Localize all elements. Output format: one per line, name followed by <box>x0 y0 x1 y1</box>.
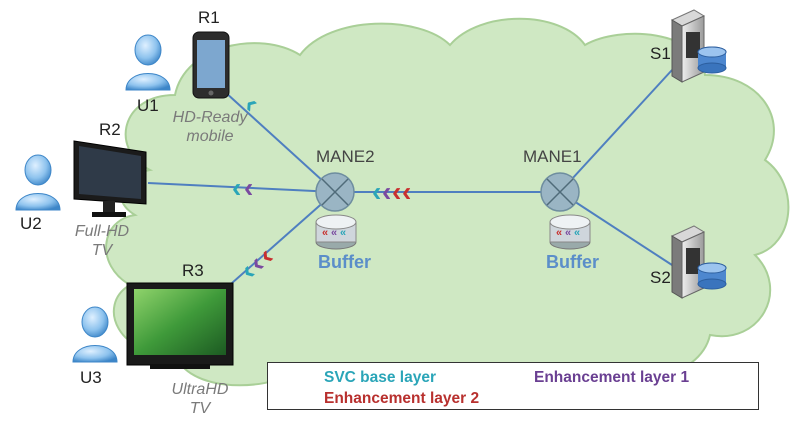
svg-text:‹: ‹ <box>382 176 391 207</box>
s1-label: S1 <box>650 44 671 63</box>
buffer-mane1-icon: « « « <box>549 214 591 250</box>
mane1-label: MANE1 <box>523 147 582 166</box>
buffer-mane2-icon: « « « <box>315 214 357 250</box>
svg-text:«: « <box>331 227 337 239</box>
s2-label: S2 <box>650 268 671 287</box>
link-s2-mane1 <box>559 191 673 266</box>
link-mane2-r3 <box>231 191 336 284</box>
server-s2-icon <box>670 225 727 299</box>
packets-to-r2: ‹ ‹ <box>232 172 253 203</box>
mane1-buffer-label: Buffer <box>546 252 599 272</box>
r2-description-line2: TV <box>91 242 113 259</box>
link-mane2-r2 <box>147 182 336 193</box>
r2-description: Full-HD TV <box>62 222 142 260</box>
svg-text:«: « <box>340 227 346 239</box>
u1-label: U1 <box>137 96 159 115</box>
r1-description: HD-Ready mobile <box>170 108 250 146</box>
user-u1-icon <box>125 34 171 91</box>
link-mane2-r1 <box>224 91 336 193</box>
svg-text:‹: ‹ <box>392 176 401 207</box>
u3-label: U3 <box>80 368 102 387</box>
r3-label: R3 <box>182 261 204 280</box>
legend <box>267 362 759 410</box>
link-s1-mane1 <box>559 69 673 193</box>
r1-label: R1 <box>198 8 220 27</box>
svg-text:«: « <box>565 227 571 239</box>
r2-description-line1: Full-HD <box>74 223 130 240</box>
mobile-phone-icon <box>192 31 230 99</box>
legend-enh1-label: Enhancement layer 1 <box>534 369 690 386</box>
mane2-buffer-label: Buffer <box>318 252 371 272</box>
packets-mane1-to-mane2: ‹ ‹ ‹ ‹ <box>372 176 411 207</box>
u2-label: U2 <box>20 214 42 233</box>
full-hd-tv-icon <box>73 140 147 217</box>
r1-description-line1: HD-Ready <box>172 109 248 126</box>
r3-description-line1: UltraHD <box>171 381 229 398</box>
svg-text:‹: ‹ <box>402 176 411 207</box>
ultra-hd-tv-icon <box>126 282 234 369</box>
user-u3-icon <box>72 306 118 363</box>
mane2-node <box>315 172 355 212</box>
mane2-label: MANE2 <box>316 147 375 166</box>
svg-text:«: « <box>322 227 328 239</box>
server-s1-icon <box>670 9 727 83</box>
svg-text:‹: ‹ <box>244 172 253 203</box>
svg-text:«: « <box>556 227 562 239</box>
r2-label: R2 <box>99 120 121 139</box>
r3-description: UltraHD TV <box>160 380 240 418</box>
network-links <box>147 69 673 284</box>
legend-base-label: SVC base layer <box>324 369 437 386</box>
svg-text:‹: ‹ <box>372 176 381 207</box>
user-u2-icon <box>15 154 61 211</box>
mane1-node <box>540 172 580 212</box>
svg-text:«: « <box>574 227 580 239</box>
svg-text:‹: ‹ <box>232 172 241 203</box>
legend-enh2-label: Enhancement layer 2 <box>324 390 480 407</box>
r1-description-line2: mobile <box>186 128 234 145</box>
r3-description-line2: TV <box>189 400 211 417</box>
